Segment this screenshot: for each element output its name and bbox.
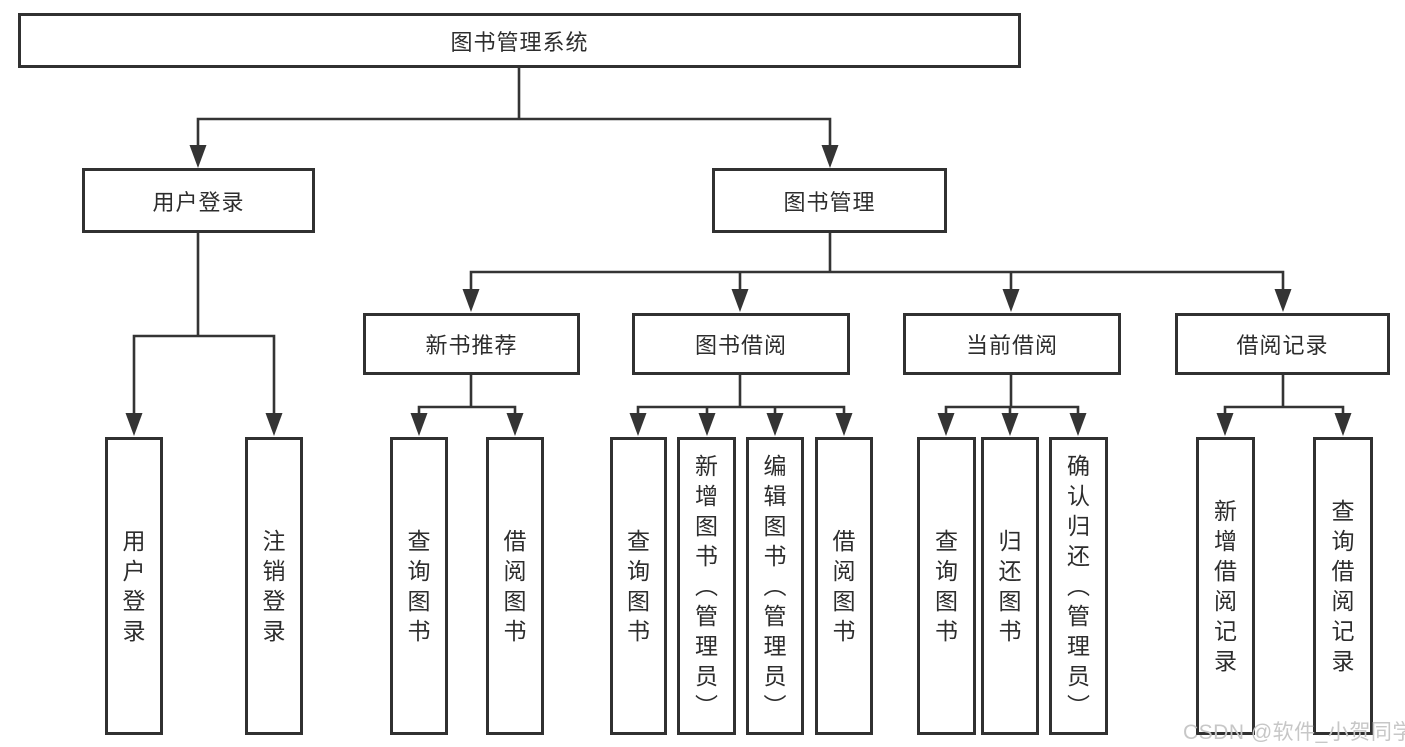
arrow-down-icon bbox=[189, 145, 207, 168]
arrow-down-icon bbox=[1274, 289, 1292, 312]
arrow-down-icon bbox=[1069, 413, 1087, 436]
arrow-down-icon bbox=[629, 413, 647, 436]
arrow-down-icon bbox=[1002, 289, 1020, 312]
arrow-down-icon bbox=[462, 289, 480, 312]
leaf-borrow-book-recommend: 借 阅 图 书 bbox=[486, 437, 544, 735]
leaf-query-book-recommend: 查 询 图 书 bbox=[390, 437, 448, 735]
watermark: CSDN @软件_小贺同学 bbox=[1183, 721, 1405, 744]
node-new-book-recommend: 新书推荐 bbox=[363, 313, 580, 375]
leaf-query-book-current: 查 询 图 书 bbox=[917, 437, 976, 735]
leaf-query-book-borrowing: 查 询 图 书 bbox=[610, 437, 667, 735]
arrow-down-icon bbox=[835, 413, 853, 436]
arrow-down-icon bbox=[1001, 413, 1019, 436]
arrow-down-icon bbox=[698, 413, 716, 436]
arrow-down-icon bbox=[265, 413, 283, 436]
arrow-down-icon bbox=[937, 413, 955, 436]
arrowheads bbox=[125, 145, 1352, 436]
arrow-down-icon bbox=[766, 413, 784, 436]
leaf-return-book: 归 还 图 书 bbox=[981, 437, 1039, 735]
leaf-user-login: 用 户 登 录 bbox=[105, 437, 163, 735]
leaf-query-borrow-record: 查 询 借 阅 记 录 bbox=[1313, 437, 1373, 735]
connector-lines bbox=[132, 66, 1345, 417]
leaf-edit-book-admin: 编 辑 图 书 ︵ 管 理 员 ︶ bbox=[746, 437, 804, 735]
leaf-add-book-admin: 新 增 图 书 ︵ 管 理 员 ︶ bbox=[677, 437, 736, 735]
leaf-logout: 注 销 登 录 bbox=[245, 437, 303, 735]
arrow-down-icon bbox=[506, 413, 524, 436]
leaf-add-borrow-record: 新 增 借 阅 记 录 bbox=[1196, 437, 1255, 735]
node-book-borrowing: 图书借阅 bbox=[632, 313, 850, 375]
leaf-confirm-return-admin: 确 认 归 还 ︵ 管 理 员 ︶ bbox=[1049, 437, 1108, 735]
arrow-down-icon bbox=[1334, 413, 1352, 436]
node-library-management-system: 图书管理系统 bbox=[18, 13, 1021, 68]
node-current-borrowing: 当前借阅 bbox=[903, 313, 1121, 375]
arrow-down-icon bbox=[125, 413, 143, 436]
arrow-down-icon bbox=[1216, 413, 1234, 436]
node-user-login: 用户登录 bbox=[82, 168, 315, 233]
arrow-down-icon bbox=[821, 145, 839, 168]
arrow-down-icon bbox=[410, 413, 428, 436]
leaf-borrow-book: 借 阅 图 书 bbox=[815, 437, 873, 735]
node-borrow-records: 借阅记录 bbox=[1175, 313, 1390, 375]
arrow-down-icon bbox=[731, 289, 749, 312]
node-book-management: 图书管理 bbox=[712, 168, 947, 233]
